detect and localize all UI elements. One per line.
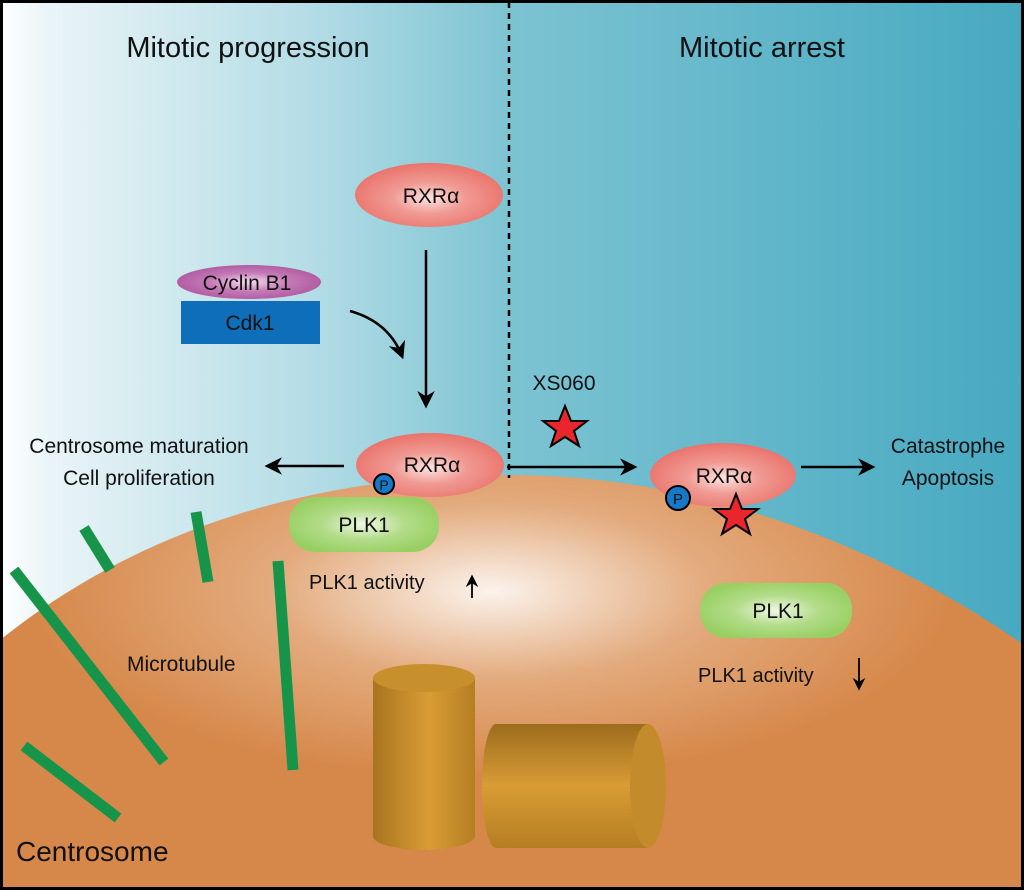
- outcome-left-line1: Centrosome maturation: [29, 435, 248, 458]
- outcome-right-line2: Apoptosis: [902, 467, 994, 490]
- cdk1-box[interactable]: [181, 301, 320, 344]
- xs060-star-icon: [540, 403, 590, 449]
- rxra-top: [355, 163, 503, 227]
- microtubule: [79, 525, 115, 573]
- cell-body: [0, 475, 1024, 890]
- drug-label: XS060: [532, 372, 595, 395]
- phospho-right-label: P: [673, 491, 683, 508]
- plk1-right-label: PLK1: [752, 600, 803, 623]
- rxra-top-label: RXRα: [403, 185, 459, 208]
- centriole-vertical: [373, 678, 475, 850]
- outcome-left-line2: Cell proliferation: [63, 467, 215, 490]
- plk1-left: [289, 497, 439, 552]
- plk1-activity-left: PLK1 activity: [309, 572, 425, 594]
- rxra-left-label: RXRα: [404, 454, 460, 477]
- centriole-horizontal-end: [630, 724, 666, 848]
- plk1-left-label: PLK1: [338, 514, 389, 537]
- cyclin-b1-label: Cyclin B1: [203, 272, 292, 295]
- microtubule: [20, 741, 122, 823]
- phospho-left: [373, 473, 395, 495]
- microtubule: [190, 511, 214, 583]
- centriole-vertical-top: [373, 664, 475, 692]
- microtubule: [272, 560, 299, 771]
- cdk1-label: Cdk1: [225, 312, 274, 335]
- microtubule: [9, 566, 169, 766]
- centriole-horizontal: [482, 724, 648, 848]
- panel-title-right: Mitotic arrest: [679, 32, 845, 64]
- centrosome-label: Centrosome: [16, 836, 169, 867]
- phospho-right: [665, 485, 691, 511]
- bound-xs060-star-icon: [711, 491, 761, 537]
- centrosome-centrioles: [373, 664, 666, 850]
- plk1-right: [700, 583, 852, 638]
- panel-title-left: Mitotic progression: [126, 32, 369, 64]
- phospho-left-label: P: [379, 477, 388, 493]
- cyclin-b1: [177, 265, 321, 299]
- plk1-activity-right: PLK1 activity: [698, 665, 814, 687]
- arrow-cdk1-to-rxra: [349, 309, 406, 360]
- rxra-right-label: RXRα: [696, 465, 752, 488]
- microtubules: [9, 511, 299, 823]
- outcome-right-line1: Catastrophe: [891, 435, 1005, 458]
- microtubule-label: Microtubule: [127, 653, 236, 676]
